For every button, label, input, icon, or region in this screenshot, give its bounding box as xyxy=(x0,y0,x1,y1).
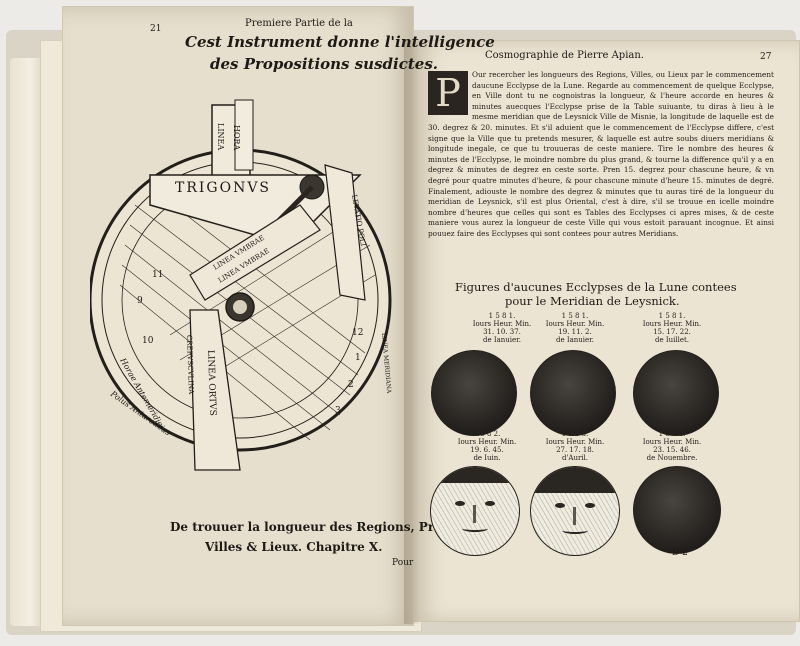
eclipse-5-mouth xyxy=(562,527,588,534)
ring-number-9: 9 xyxy=(137,296,143,306)
ring-number-3: 3 xyxy=(335,406,341,416)
right-running-head: Cosmographie de Pierre Apian. xyxy=(485,50,644,61)
eclipse-4-nose xyxy=(473,505,476,523)
linea-ortvs-arm xyxy=(189,309,241,471)
eclipse-1-caption: 1 5 8 1. Iours Heur. Min. 31. 10. 37. de… xyxy=(472,312,532,344)
trigonus-label: TRIGONVS xyxy=(175,180,271,196)
eclipse-5-left-eye xyxy=(555,503,565,508)
eclipse-1-disc xyxy=(431,350,517,436)
eclipse-4-caption: 1 5 8 2. Iours Heur. Min. 19. 6. 45. de … xyxy=(457,430,517,462)
eclipse-4-left-eye xyxy=(455,501,465,506)
linea-top-label: LINEA xyxy=(216,123,225,150)
figure-title-line-2: pour le Meridian de Leysnick. xyxy=(505,294,680,308)
right-page-number: 27 xyxy=(760,52,772,62)
figure-title-line-1: Figures d'aucunes Ecclypses de la Lune c… xyxy=(455,280,737,294)
linea-vmbrae-arm xyxy=(189,204,321,301)
levatio-poli-arm xyxy=(324,164,366,301)
eclipse-5-face-disc xyxy=(530,466,620,556)
eclipse-6-disc xyxy=(633,466,721,554)
decorated-initial: P xyxy=(428,71,468,115)
left-chapter-heading-2: Villes & Lieux. Chapitre X. xyxy=(205,540,383,554)
ring-number-12: 12 xyxy=(352,328,363,338)
ring-number-10: 10 xyxy=(142,336,154,346)
eclipse-5-nose xyxy=(573,507,576,525)
body-paragraph: Our recercher les longueurs des Regions,… xyxy=(428,70,774,238)
volvelle-instrument: TRIGONVS LINEA VMBRAE LINEA VMBRAE LEVAT… xyxy=(90,99,392,471)
book-gutter xyxy=(404,40,420,624)
eclipse-4-face-disc xyxy=(430,466,520,556)
hora-label: HORA xyxy=(232,125,241,151)
left-catchword: Pour xyxy=(392,558,414,568)
eclipse-3-caption: 1 5 8 1. Iours Heur. Min. 15. 17. 22. de… xyxy=(642,312,702,344)
eclipse-4-mouth xyxy=(462,525,488,532)
right-body-text: P Our recercher les longueurs des Region… xyxy=(428,70,774,240)
eclipse-3-disc xyxy=(633,350,719,436)
eclipse-4-right-eye xyxy=(485,501,495,506)
ring-number-11: 11 xyxy=(152,270,163,280)
eclipse-2-caption: 1 5 8 1. Iours Heur. Min. 19. 11. 2. de … xyxy=(545,312,605,344)
ring-number-2: 2 xyxy=(348,380,354,390)
signature-mark: D 2 xyxy=(672,548,688,558)
left-chapter-heading-1: De trouuer la longueur des Regions, Prou… xyxy=(170,520,491,534)
left-running-head: Premiere Partie de la xyxy=(245,18,353,29)
eclipse-2-disc xyxy=(530,350,616,436)
book-cover-edge xyxy=(10,58,44,626)
crepvscvlina-label: CREPVSCVLINA xyxy=(185,335,195,395)
linea-meridiana-label: LINEA MERIDIANA xyxy=(380,333,392,395)
volvelle-top-tab xyxy=(234,99,254,171)
left-page-number: 21 xyxy=(150,24,162,34)
eclipse-6-caption: 1 5 8 4. Iours Heur. Min. 23. 15. 46. de… xyxy=(642,430,702,462)
left-title-line-2: des Propositions susdictes. xyxy=(210,55,438,73)
volvelle-pivot-face xyxy=(233,300,247,314)
linea-ortvs-label: LINEA ORTVS xyxy=(205,350,217,416)
ring-number-1: 1 xyxy=(355,353,361,363)
eclipse-5-right-eye xyxy=(585,503,595,508)
left-title-line-1: Cest Instrument donne l'intelligence xyxy=(185,33,495,51)
eclipse-5-caption: 1 5 8 3. Iours Heur. Min. 27. 17. 18. d'… xyxy=(545,430,605,462)
